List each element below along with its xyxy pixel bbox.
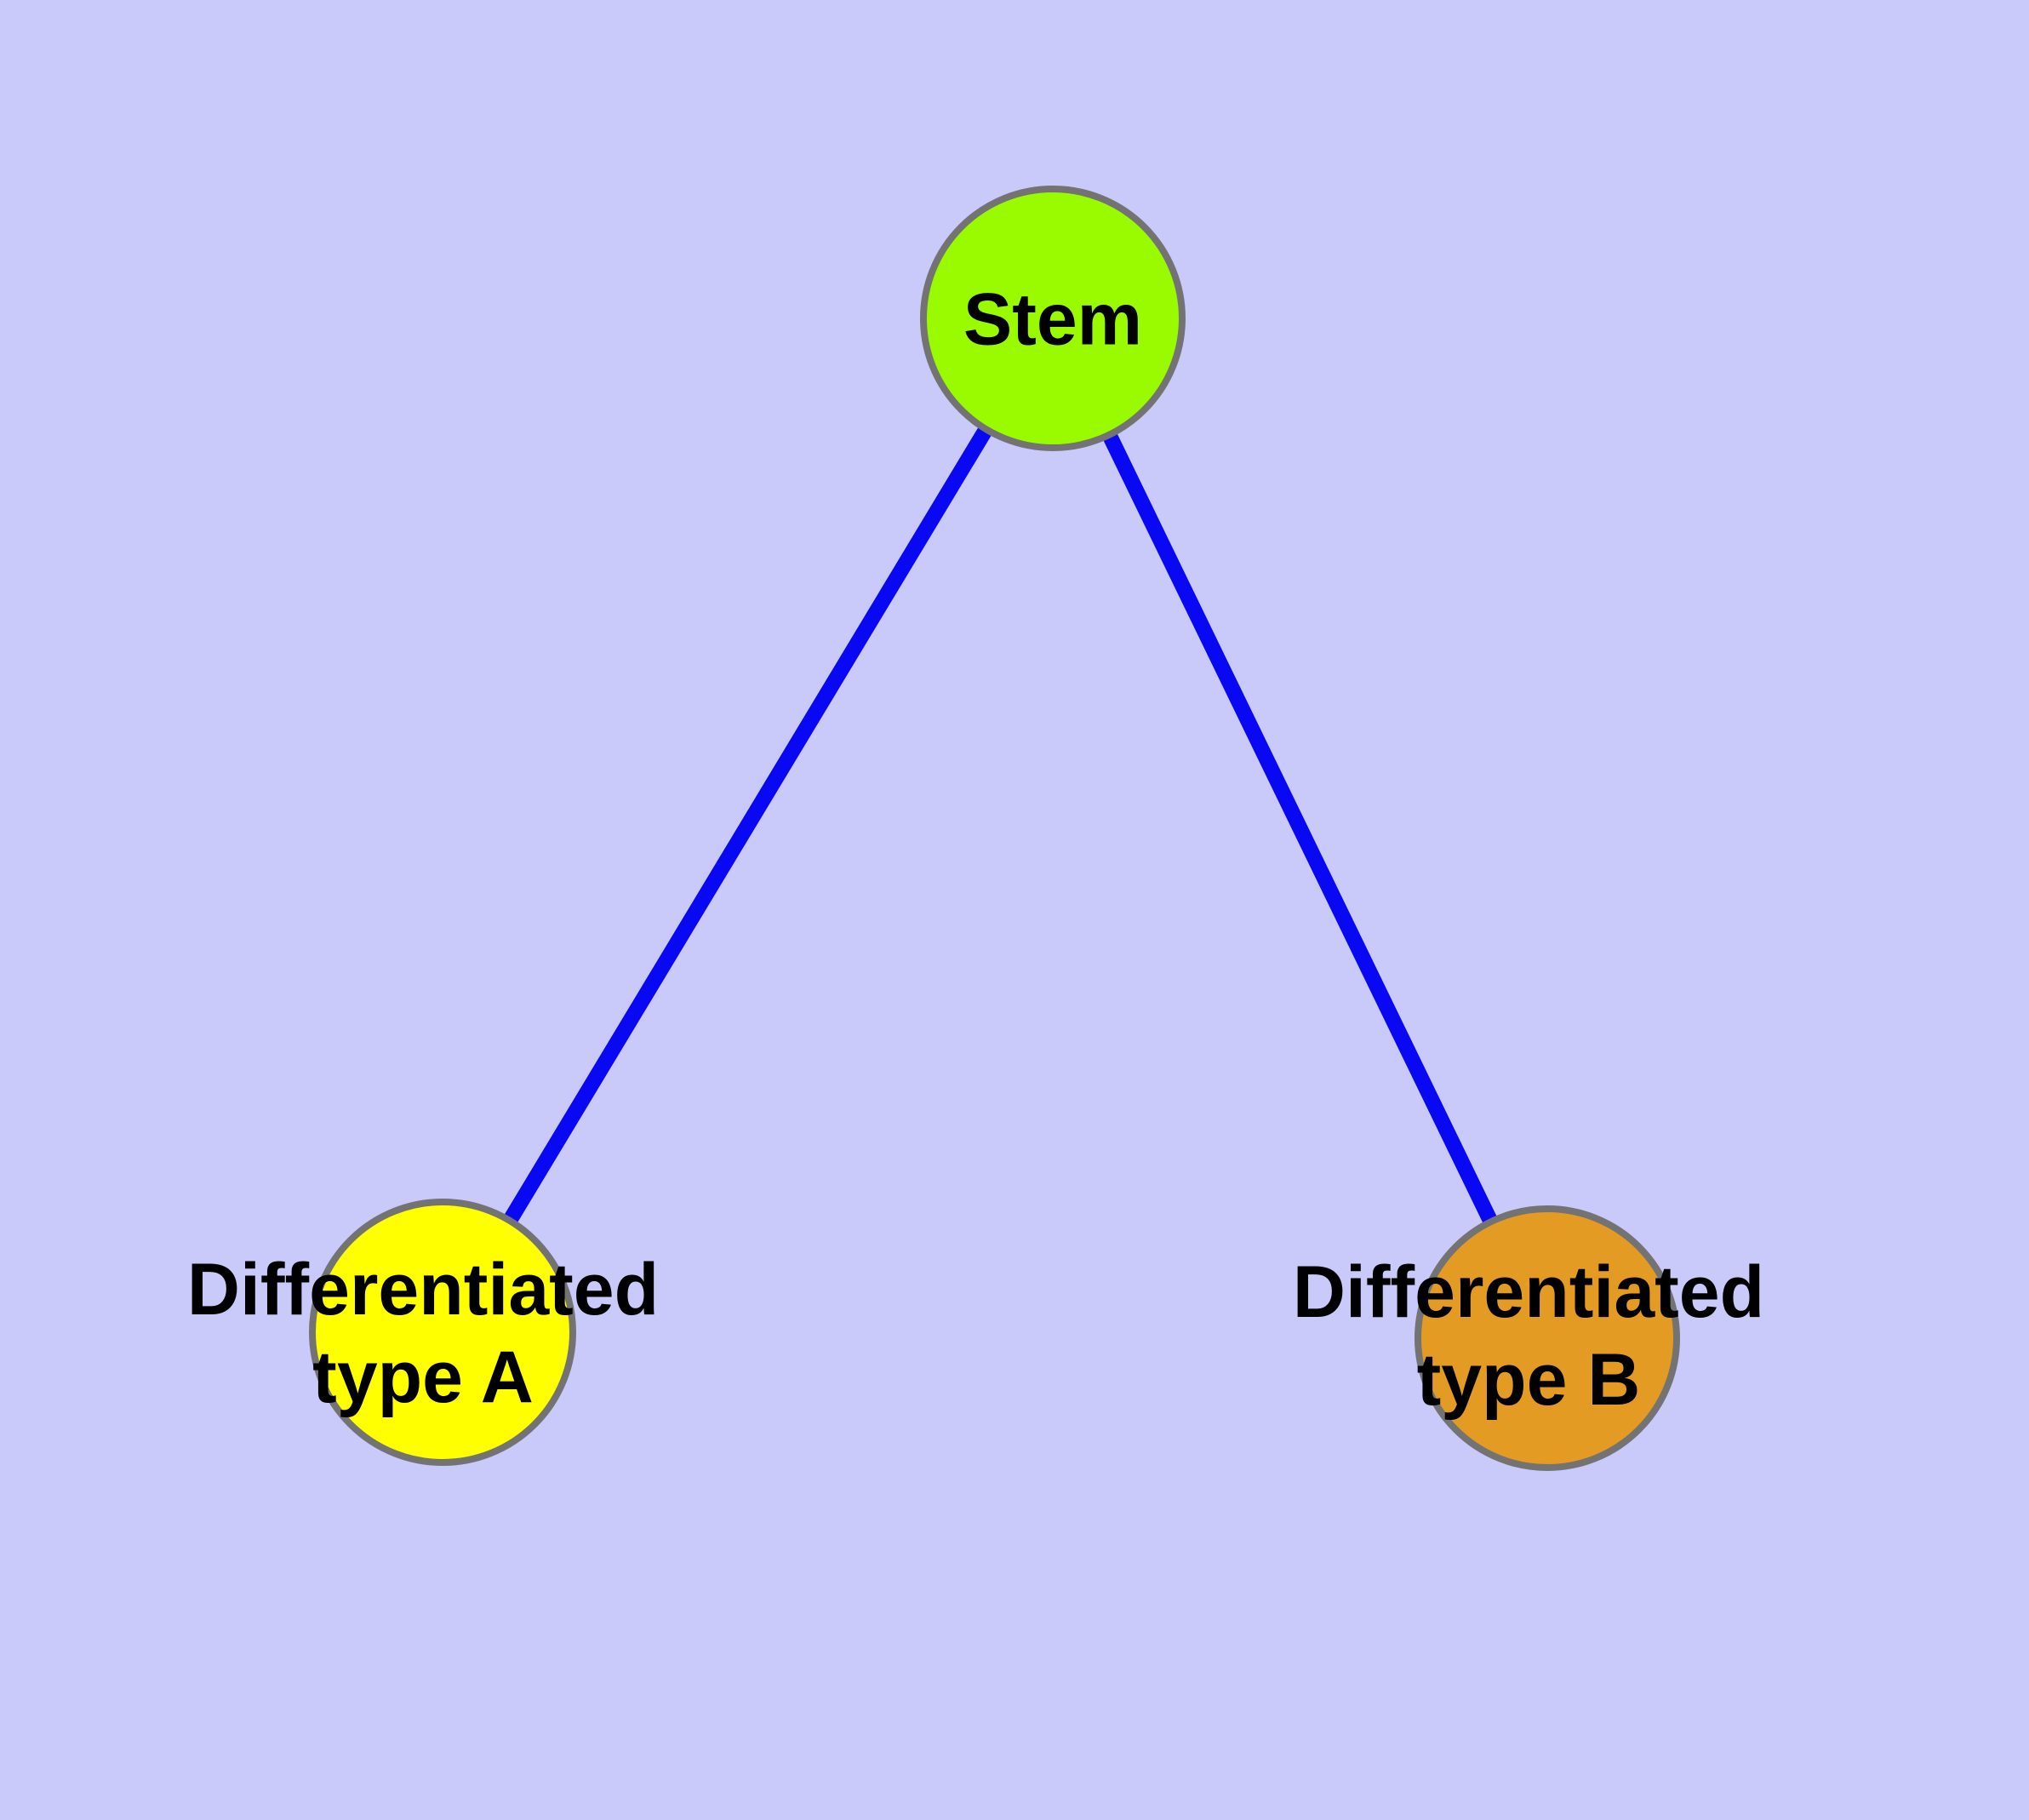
node-differentiated-type-b-label: Differentiated type B	[1292, 1251, 1765, 1421]
node-differentiated-type-a-label: Differentiated type A	[186, 1249, 660, 1418]
edge-stem-to-type-b	[1102, 431, 1498, 1226]
edge-stem-to-type-a	[503, 425, 993, 1225]
node-differentiated-type-b-circle	[1415, 1205, 1680, 1471]
node-differentiated-type-a-circle	[309, 1199, 576, 1466]
node-stem-label: Stem	[963, 278, 1143, 361]
node-stem-circle	[920, 186, 1186, 451]
